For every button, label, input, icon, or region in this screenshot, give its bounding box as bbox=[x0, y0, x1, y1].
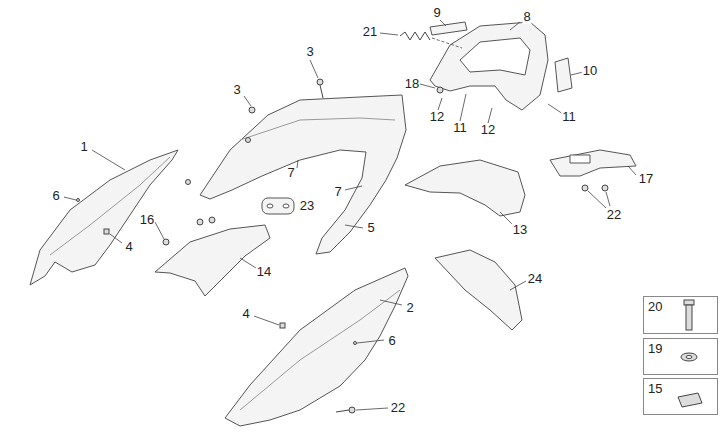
part-number: 19 bbox=[644, 340, 662, 356]
callout-number: 5 bbox=[366, 221, 375, 235]
callout-number: 2 bbox=[405, 301, 414, 315]
callout-number: 23 bbox=[299, 199, 315, 213]
callout-number: 11 bbox=[561, 110, 577, 124]
callout-number: 22 bbox=[390, 401, 406, 415]
callout-number: 6 bbox=[51, 189, 60, 203]
mudguard bbox=[405, 160, 525, 216]
callout-number: 4 bbox=[124, 240, 133, 254]
callout-number: 1 bbox=[79, 140, 88, 154]
callout-number: 21 bbox=[362, 25, 378, 39]
callout-number: 14 bbox=[256, 265, 272, 279]
callout-number: 7 bbox=[286, 166, 295, 180]
callout-number: 4 bbox=[241, 307, 250, 321]
callout-number: 9 bbox=[432, 6, 441, 20]
side-panel-left bbox=[30, 150, 178, 285]
legend-box: 15 bbox=[643, 378, 718, 415]
side-plate bbox=[555, 58, 572, 92]
callout-number: 11 bbox=[452, 121, 468, 135]
callout-number: 17 bbox=[638, 172, 654, 186]
callout-number: 12 bbox=[480, 123, 496, 137]
callout-number: 10 bbox=[582, 64, 598, 78]
callout-number: 3 bbox=[232, 83, 241, 97]
callout-number: 18 bbox=[404, 77, 420, 91]
plate bbox=[262, 198, 294, 214]
callout-number: 8 bbox=[522, 10, 531, 24]
callout-number: 6 bbox=[387, 334, 396, 348]
callout-number: 22 bbox=[606, 208, 622, 222]
callout-number: 24 bbox=[527, 272, 543, 286]
part-number: 15 bbox=[644, 380, 662, 396]
callout-number: 3 bbox=[305, 45, 314, 59]
legend-box: 19 bbox=[643, 338, 718, 375]
callout-number: 7 bbox=[333, 185, 342, 199]
cover-plate bbox=[430, 22, 467, 35]
side-panel-right bbox=[225, 268, 408, 426]
callout-number: 16 bbox=[139, 213, 155, 227]
grab-handle bbox=[430, 22, 548, 110]
callout-number: 12 bbox=[429, 110, 445, 124]
rear-guard bbox=[435, 250, 522, 330]
callout-number: 13 bbox=[512, 223, 528, 237]
legend-box: 20 bbox=[643, 296, 718, 334]
bracket bbox=[550, 150, 636, 176]
part-number: 20 bbox=[644, 298, 662, 314]
inner-cover bbox=[155, 225, 270, 296]
